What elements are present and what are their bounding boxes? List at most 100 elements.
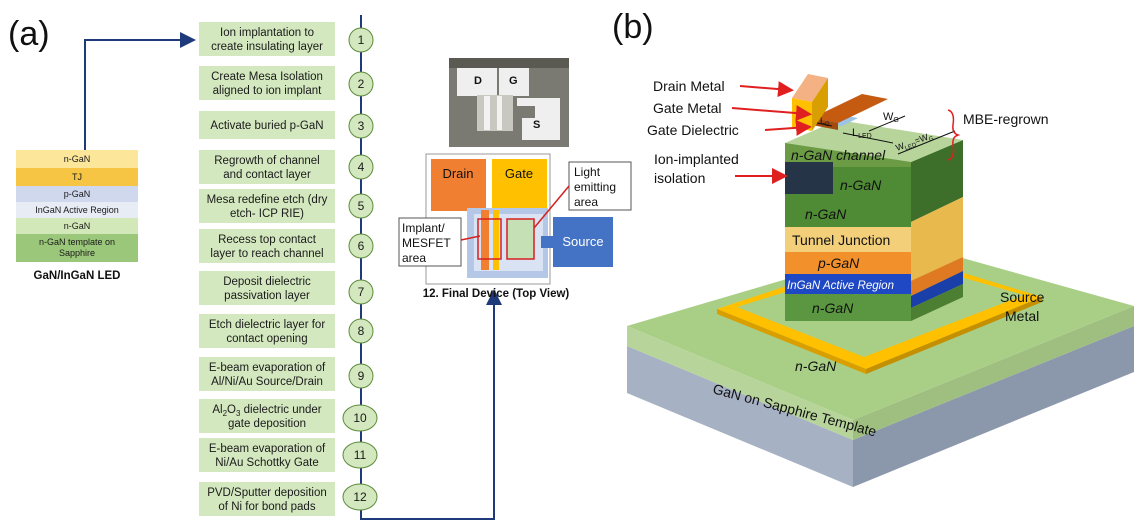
micrograph-mesa — [477, 95, 513, 131]
drain-metal-arrow — [739, 81, 794, 98]
step-number: 2 — [358, 77, 365, 91]
drain-label: Drain — [442, 166, 473, 181]
step-text: aligned to ion implant — [213, 85, 322, 97]
substrate-left-face — [627, 346, 853, 487]
step-text: Al/Ni/Au Source/Drain — [211, 376, 323, 388]
step-text: passivation layer — [224, 290, 310, 302]
step-number-oval — [342, 441, 378, 469]
step-number: 3 — [358, 119, 365, 133]
step-number: 11 — [354, 448, 367, 462]
lled-dimension-line — [842, 132, 894, 144]
drain-metal-side — [812, 78, 828, 131]
step-3-box — [199, 111, 335, 139]
gate-dielectric-callout: Gate Dielectric — [647, 122, 739, 138]
step-8-box — [199, 314, 335, 348]
source-metal-label: Metal — [1005, 308, 1039, 324]
drain-metal-callout: Drain Metal — [653, 78, 725, 94]
drain-pad — [431, 159, 486, 211]
step-number-oval — [348, 154, 374, 180]
panel-b-callouts: Drain Metal Gate Metal Gate Dielectric I… — [647, 78, 1049, 186]
mesa-right-active — [911, 271, 963, 308]
step-text: of Ni for bond pads — [218, 501, 315, 513]
lg-label: LG — [820, 116, 830, 128]
step-number-oval — [348, 27, 374, 53]
step-number: 7 — [358, 285, 365, 299]
micrograph-source-pad — [517, 98, 560, 140]
drain-finger — [481, 210, 489, 270]
mesa-right-bottom — [911, 284, 963, 321]
gate-metal-callout: Gate Metal — [653, 100, 721, 116]
step-number-oval — [348, 318, 374, 344]
implant-text: Implant/ — [402, 221, 445, 235]
step-5-box — [199, 189, 335, 223]
mesa-right-pgan — [911, 257, 963, 296]
led-layer-pgan — [16, 186, 138, 202]
micrograph-gate-finger — [497, 96, 502, 130]
micrograph-gate-pad — [499, 68, 529, 96]
tunnel-junction-label: Tunnel Junction — [792, 232, 890, 248]
led-layer-ngan — [16, 218, 138, 234]
final-device-top-view: Drain Gate Source Light emitting area Im… — [398, 153, 632, 300]
implant-callout-box — [398, 217, 462, 267]
ion-implant-callout: Ion-implanted — [654, 151, 739, 167]
step-number-oval — [348, 363, 374, 389]
drain-metal-top — [792, 74, 828, 102]
step-6-box — [199, 229, 335, 263]
source-metal-edge-right — [866, 297, 1042, 374]
light-emitting-text: area — [574, 195, 598, 209]
flow-arrow-end — [360, 289, 502, 520]
channel-label: n-GaN channel — [791, 147, 886, 163]
step-10-box — [199, 399, 335, 433]
light-emitting-area-outline — [506, 218, 535, 260]
step-number-oval — [348, 233, 374, 259]
led-layer-ngan-top — [16, 150, 138, 168]
micrograph-edge — [449, 58, 569, 68]
mesa-active-region — [785, 274, 911, 294]
step-text: E-beam evaporation of — [209, 362, 326, 374]
step-text: layer to reach channel — [210, 248, 323, 260]
step-number: 8 — [358, 324, 365, 338]
step-text: Regrowth of channel — [214, 155, 319, 167]
led-layer-label: TJ — [72, 172, 82, 182]
led-layer-label: n-GaN template on — [39, 237, 115, 247]
process-steps: Ion implantation to create insulating la… — [199, 22, 378, 516]
template-ngan-label: n-GaN — [795, 358, 837, 374]
mbe-regrown-callout: MBE-regrown — [963, 111, 1049, 127]
mesa-right-top — [911, 140, 963, 222]
step-text: contact opening — [226, 333, 307, 345]
step-text: etch- ICP RIE) — [230, 208, 304, 220]
step-number: 9 — [358, 369, 365, 383]
step-7-box — [199, 271, 335, 305]
micrograph-label-d: D — [474, 75, 482, 87]
step-text: Ni/Au Schottky Gate — [215, 457, 319, 469]
step-number-oval — [348, 193, 374, 219]
mesa-pillar: n-GaN channel n-GaN n-GaN Tunnel Junctio… — [785, 74, 963, 321]
step-number-oval — [348, 113, 374, 139]
step-9-box — [199, 357, 335, 391]
active-region-label: InGaN Active Region — [787, 280, 894, 292]
gate-metal-bar — [812, 94, 888, 123]
source-metal-edge — [717, 309, 866, 374]
step-number-oval — [342, 483, 378, 511]
light-emitting-text: Light — [574, 165, 601, 179]
mbe-brace — [947, 109, 961, 161]
step-text: Activate buried p-GaN — [210, 120, 323, 132]
source-label: Source — [562, 234, 603, 249]
step-4-box — [199, 150, 335, 184]
substrate-right-face — [853, 326, 1134, 487]
step-number-oval — [348, 71, 374, 97]
led-layer-tj — [16, 168, 138, 186]
led-stack: n-GaN TJ p-GaN InGaN Active Region n-GaN… — [16, 150, 138, 282]
led-layer-label: InGaN Active Region — [35, 205, 119, 215]
template-left-face — [627, 326, 853, 440]
gate-metal-arrow — [731, 105, 812, 122]
micrograph-label-s: S — [533, 119, 540, 131]
step-text: PVD/Sputter deposition — [207, 487, 327, 499]
panel-a-label: (a) — [8, 15, 50, 53]
ngan-label: n-GaN — [805, 206, 847, 222]
step-1-box — [199, 22, 335, 56]
wg-dimension-line — [868, 115, 906, 132]
step-text: Etch dielectric layer for — [209, 319, 325, 331]
flow-arrow-start — [84, 32, 196, 150]
